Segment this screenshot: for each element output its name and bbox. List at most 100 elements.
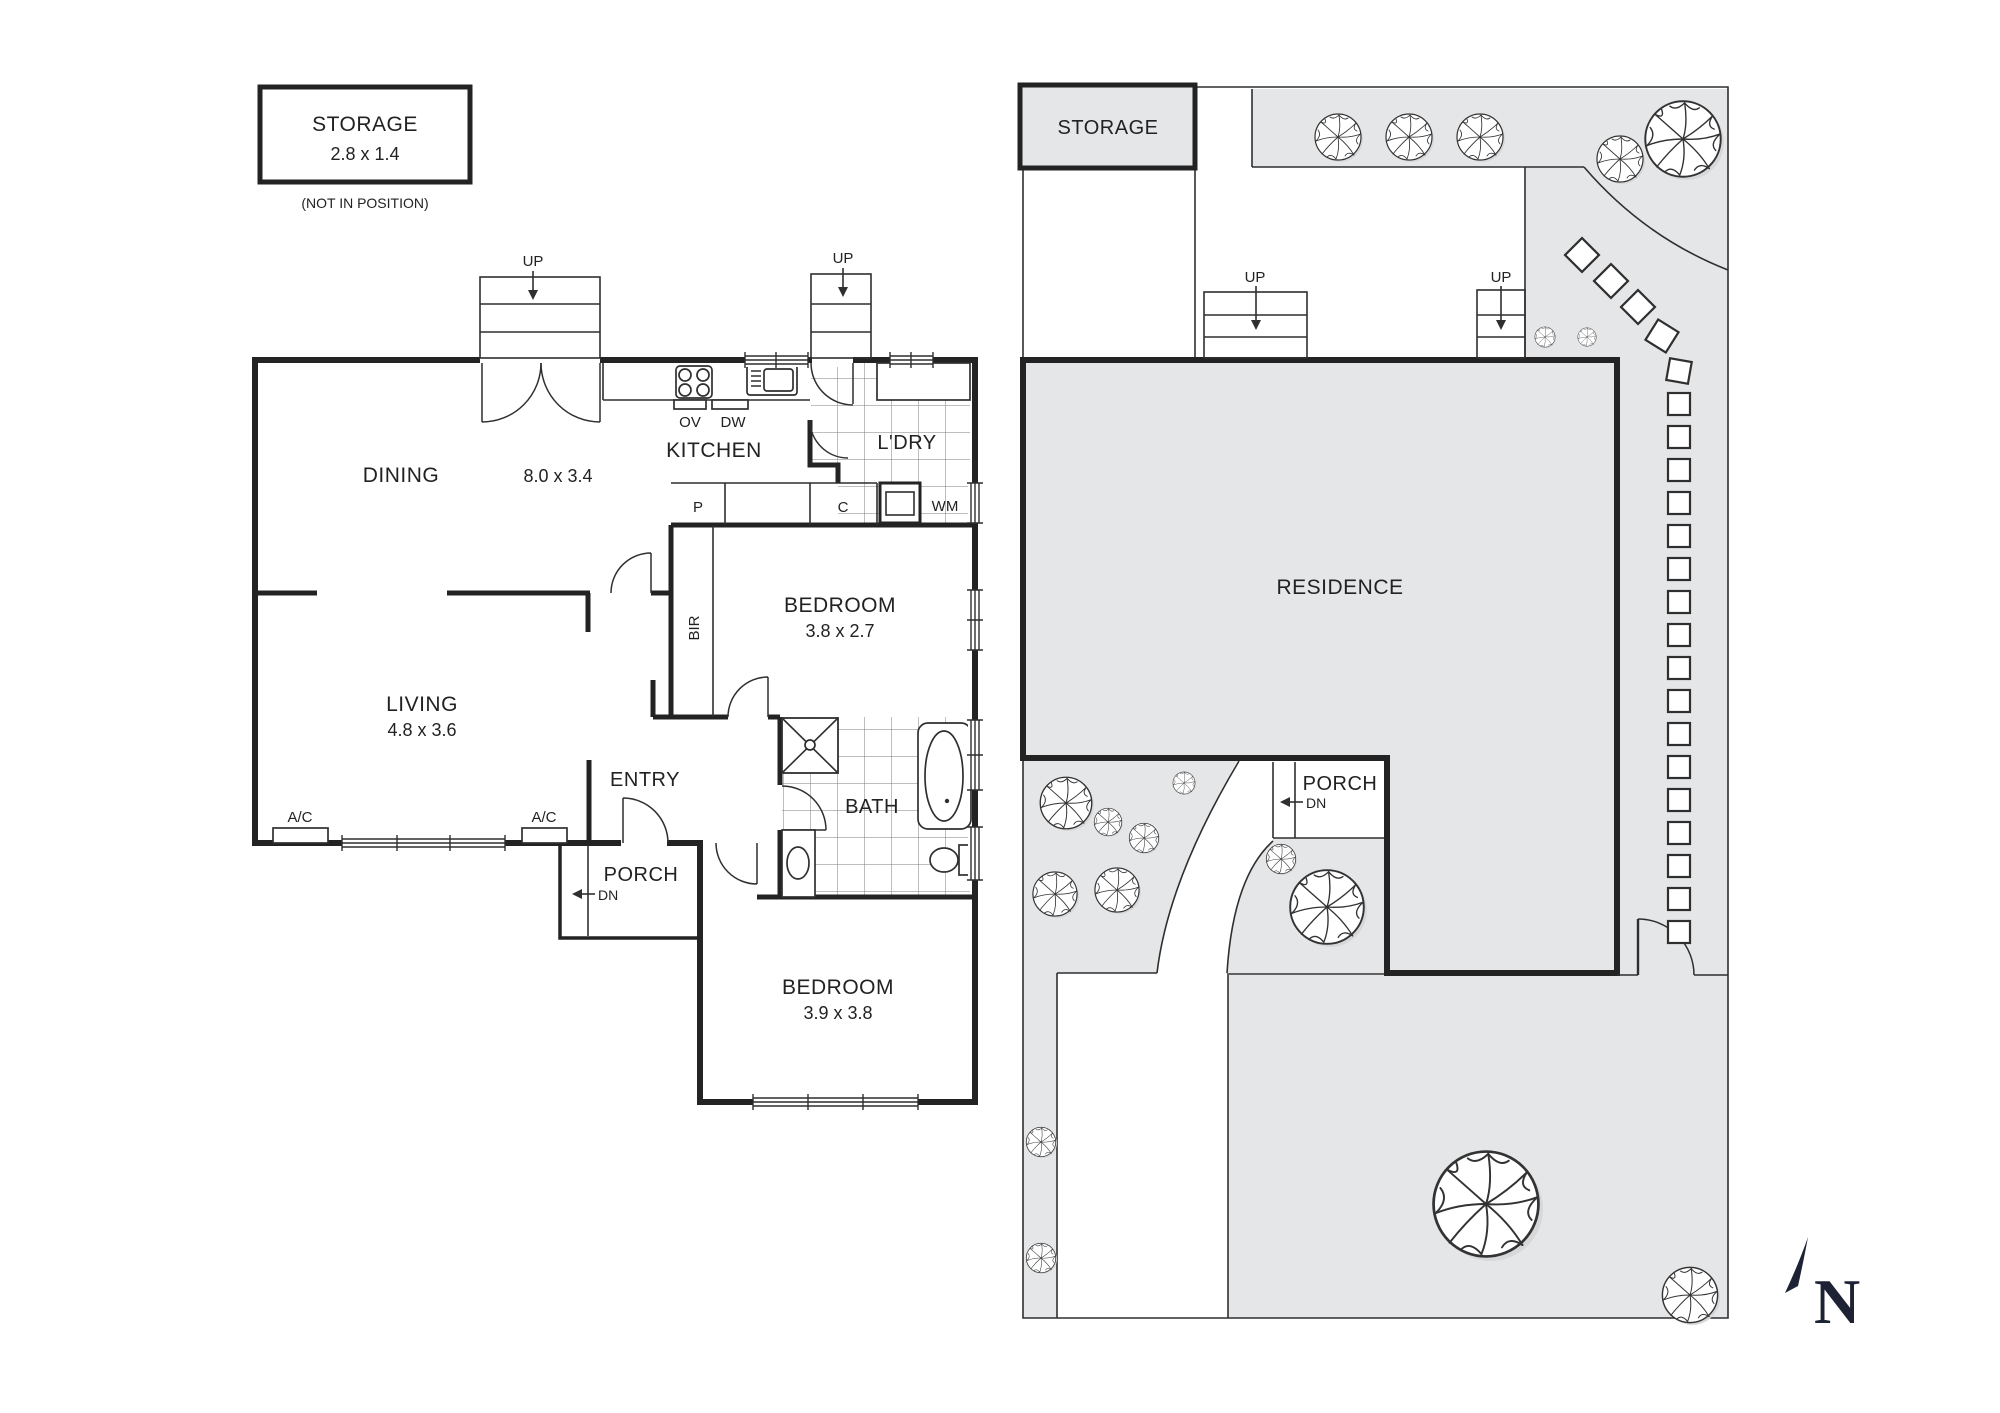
stair-box: [479, 276, 601, 359]
window: [341, 835, 506, 851]
bath-label: BATH: [845, 796, 899, 818]
storage-legend-note: (NOT IN POSITION): [301, 195, 428, 211]
shower-drain: [804, 739, 816, 751]
window: [967, 589, 983, 651]
french-doors: [481, 362, 601, 423]
stone: [1666, 424, 1692, 450]
up-arrow-head: [1496, 320, 1506, 330]
laundry-label: L'DRY: [877, 432, 936, 454]
fp-stairs-right: UP: [810, 250, 872, 359]
oven-label: OV: [679, 414, 701, 431]
stone: [1666, 622, 1692, 648]
burner-icon: [678, 368, 692, 382]
hall-door: [715, 842, 758, 885]
stone: [1666, 490, 1692, 516]
oven-tab: [673, 399, 707, 410]
storage-legend-box: [257, 84, 473, 185]
garden-strip-edge: [1251, 89, 1584, 168]
stone: [1666, 655, 1692, 681]
stone: [1666, 820, 1692, 846]
bath-fixtures: [781, 717, 973, 898]
window: [967, 482, 983, 524]
living-label: LIVING: [386, 693, 458, 716]
site-porch-steps: [1272, 762, 1296, 838]
dining-label: DINING: [363, 464, 440, 487]
porch-walls: [558, 843, 700, 940]
site-porch-dn-label: DN: [1306, 795, 1326, 811]
dining-door: [610, 552, 652, 594]
stone: [1592, 262, 1630, 300]
vanity-basin: [786, 846, 810, 880]
stair-box: [810, 273, 872, 359]
interior-lines: [602, 363, 878, 717]
stone: [1666, 919, 1692, 945]
up-label: UP: [523, 253, 544, 270]
exterior-walls: [252, 357, 978, 1105]
up-label: UP: [1245, 269, 1266, 286]
ac-unit-box: [521, 827, 568, 844]
site-porch-label: PORCH: [1303, 773, 1378, 795]
window: [967, 826, 983, 881]
washing-machine-inner: [885, 491, 915, 516]
sink-basin: [763, 368, 794, 392]
site-boundary: [1022, 86, 1729, 1319]
up-arrow-head: [838, 287, 848, 297]
stone: [1666, 457, 1692, 483]
stone: [1666, 391, 1692, 417]
stone: [1666, 589, 1692, 615]
back-door: [810, 362, 854, 406]
laundry-bench: [876, 362, 971, 401]
sink-drainer: [751, 370, 761, 387]
bedroom1-door: [727, 676, 769, 718]
laundry-door: [809, 419, 849, 459]
unit-floor-plan: UP UP: [252, 250, 983, 1110]
front-door: [622, 797, 669, 844]
stone: [1666, 787, 1692, 813]
site-porch: PORCH DN: [1272, 762, 1384, 839]
window: [744, 352, 809, 368]
stone: [1666, 556, 1692, 582]
stone: [1666, 853, 1692, 879]
bedroom1-dims: 3.8 x 2.7: [805, 621, 874, 641]
entry-label: ENTRY: [610, 769, 680, 791]
bedroom1-label: BEDROOM: [784, 594, 896, 617]
fp-porch-label: PORCH: [604, 864, 679, 886]
ac-label: A/C: [531, 809, 556, 826]
bedroom2-dims: 3.9 x 3.8: [803, 1003, 872, 1023]
pantry-label: P: [693, 499, 703, 516]
up-arrow-head: [528, 290, 538, 300]
stone: [1666, 754, 1692, 780]
backyard: [1228, 975, 1728, 1318]
up-arrow-head: [1251, 320, 1261, 330]
dishwasher-label: DW: [721, 414, 747, 431]
fp-dn-arrow-head: [572, 889, 582, 899]
stone: [1666, 523, 1692, 549]
stair-treads: [811, 303, 871, 333]
storage-legend-title: STORAGE: [312, 113, 418, 136]
fp-stairs-left: UP: [479, 253, 601, 359]
dishwasher-tab: [711, 399, 749, 410]
stepping-stones: [1563, 236, 1694, 945]
up-label: UP: [833, 250, 854, 267]
burner-icon: [696, 368, 710, 382]
stone: [1563, 236, 1601, 274]
garden-curve: [1583, 166, 1729, 271]
site-storage-label: STORAGE: [1058, 117, 1159, 139]
storage-legend: STORAGE 2.8 x 1.4 (NOT IN POSITION): [257, 84, 473, 211]
site-stairs-left: UP: [1203, 269, 1308, 359]
site-dn-arrow-head: [1280, 797, 1290, 807]
stair-treads: [480, 303, 600, 333]
window: [889, 352, 934, 368]
living-dims: 4.8 x 3.6: [387, 720, 456, 740]
window: [967, 719, 983, 791]
door-openings: [480, 353, 853, 850]
ac-unit-box: [272, 827, 329, 844]
bedroom2-label: BEDROOM: [782, 976, 894, 999]
burner-icon: [696, 383, 710, 397]
stone: [1666, 688, 1692, 714]
site-storage-shed: [1017, 82, 1198, 171]
stone: [1643, 317, 1681, 355]
room-labels: DINING 8.0 x 3.4 KITCHEN OV DW L'DRY P C…: [363, 414, 959, 1023]
fp-porch-dn-label: DN: [598, 887, 618, 903]
